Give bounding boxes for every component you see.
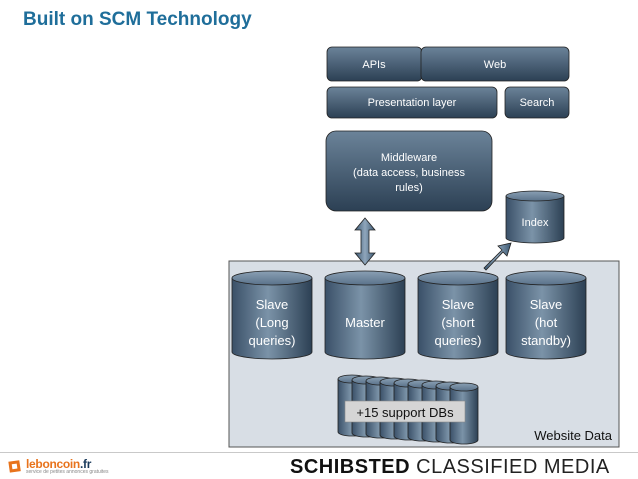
search-label: Search xyxy=(520,97,555,109)
brand-bold: SCHIBSTED xyxy=(290,456,411,478)
index-feed-arrow xyxy=(483,242,512,271)
middleware-line-3: rules) xyxy=(395,182,423,194)
leboncoin-tld: .fr xyxy=(79,457,92,471)
support-dbs-label-bg xyxy=(344,400,466,423)
middleware-line-2: (data access, business xyxy=(353,167,465,179)
slave-hot-line-2: (hot xyxy=(535,315,558,330)
slave-hot-line-1: Slave xyxy=(530,297,563,312)
web-label: Web xyxy=(484,59,506,71)
index-db: Index xyxy=(505,190,565,244)
leboncoin-main: leboncoin xyxy=(26,457,80,471)
leboncoin-wordmark: leboncoin.fr xyxy=(26,457,91,471)
slave-long-line-2: (Long xyxy=(255,315,288,330)
slave-short-line-2: (short xyxy=(441,315,475,330)
web-box: Web xyxy=(420,46,570,82)
middleware-box: Middleware (data access, business rules) xyxy=(325,130,493,212)
schibsted-brand: SCHIBSTED CLASSIFIED MEDIA xyxy=(290,456,610,479)
slide-title: Built on SCM Technology xyxy=(23,9,252,30)
presentation-layer-box: Presentation layer xyxy=(326,86,498,119)
slave-long-db: Slave (Long queries) xyxy=(231,270,313,360)
slave-hot-standby-db: Slave (hot standby) xyxy=(505,270,587,360)
search-box: Search xyxy=(504,86,570,119)
apis-label: APIs xyxy=(362,59,386,71)
brand-light: CLASSIFIED MEDIA xyxy=(416,456,610,478)
replication-double-arrow xyxy=(354,217,376,266)
leboncoin-logo-icon xyxy=(8,460,21,473)
master-label: Master xyxy=(345,315,385,330)
leboncoin-tagline: service de petites annonces gratuites xyxy=(26,469,109,475)
slave-short-line-3: queries) xyxy=(435,333,482,348)
apis-box: APIs xyxy=(326,46,423,82)
presentation-label: Presentation layer xyxy=(368,97,457,109)
website-data-label: Website Data xyxy=(534,428,613,443)
middleware-line-1: Middleware xyxy=(381,152,437,164)
master-db: Master xyxy=(324,270,406,360)
support-db-stack: +15 support DBs xyxy=(337,374,479,445)
slave-short-db: Slave (short queries) xyxy=(417,270,499,360)
slave-hot-line-3: standby) xyxy=(521,333,571,348)
slave-short-line-1: Slave xyxy=(442,297,475,312)
index-label: Index xyxy=(522,217,549,229)
footer-divider xyxy=(0,452,638,453)
slave-long-line-3: queries) xyxy=(249,333,296,348)
slave-long-line-1: Slave xyxy=(256,297,289,312)
support-dbs-label: +15 support DBs xyxy=(356,405,454,420)
